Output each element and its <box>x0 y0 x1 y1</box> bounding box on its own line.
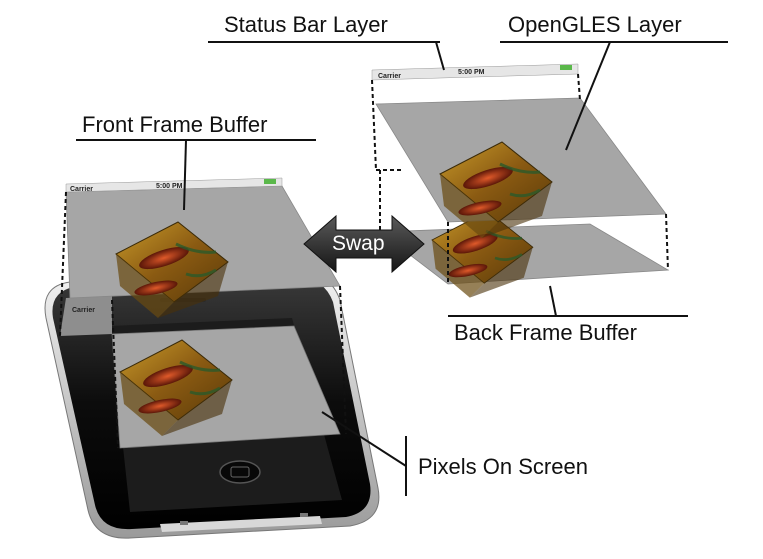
front-status-bar <box>65 177 283 193</box>
swap-arrow-icon <box>303 214 425 274</box>
home-button <box>219 460 261 484</box>
back-frame-buffer-layer <box>378 209 670 299</box>
status-bar-layer: Carrier 5:00 PM <box>371 63 579 81</box>
status-bar-layer-label: Status Bar Layer <box>224 12 388 37</box>
front-connector-lines <box>59 191 347 449</box>
label-leader-lines <box>76 41 728 496</box>
opengles-layer <box>375 97 667 240</box>
front-frame-buffer-layer: Carrier 5:00 PM <box>65 177 341 320</box>
status-layer-time-text: 5:00 PM <box>458 69 485 76</box>
swap-label: Swap <box>332 232 385 255</box>
opengles-layer-label: OpenGLES Layer <box>508 12 682 37</box>
phone-carrier-text: Carrier <box>72 307 95 314</box>
pixels-on-screen-label: Pixels On Screen <box>418 454 588 479</box>
back-frame-buffer-label: Back Frame Buffer <box>454 320 637 345</box>
front-time-text: 5:00 PM <box>156 183 183 190</box>
front-carrier-text: Carrier <box>70 186 93 193</box>
pixels-on-screen-layer: Carrier <box>60 296 341 449</box>
right-connector-lines <box>371 73 669 284</box>
front-frame-buffer-label: Front Frame Buffer <box>82 112 268 137</box>
status-layer-carrier-text: Carrier <box>378 73 401 80</box>
